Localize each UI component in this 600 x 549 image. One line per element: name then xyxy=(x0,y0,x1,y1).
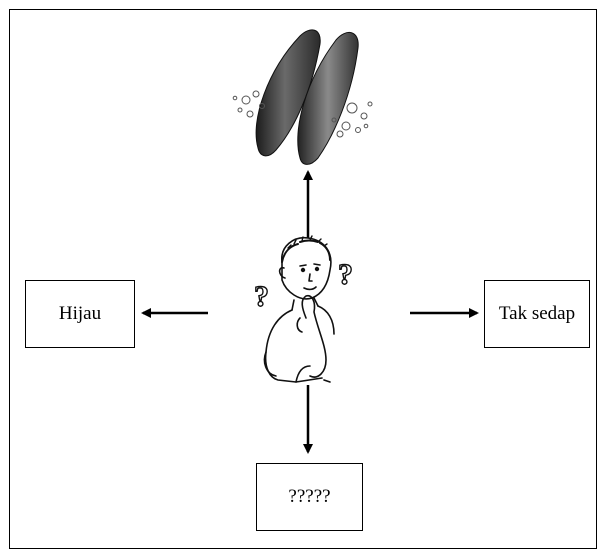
left-box: Hijau xyxy=(25,280,135,348)
cucumbers-icon xyxy=(233,30,372,164)
bottom-box: ????? xyxy=(256,463,363,531)
right-box-label: Tak sedap xyxy=(499,303,575,325)
bottom-box-label: ????? xyxy=(288,486,330,508)
right-box: Tak sedap xyxy=(484,280,590,348)
question-mark-left: ? xyxy=(254,280,269,313)
left-box-label: Hijau xyxy=(59,303,101,325)
thinking-person-icon xyxy=(264,236,334,382)
diagram-canvas: ? ? xyxy=(0,0,600,534)
question-mark-right: ? xyxy=(338,258,353,291)
